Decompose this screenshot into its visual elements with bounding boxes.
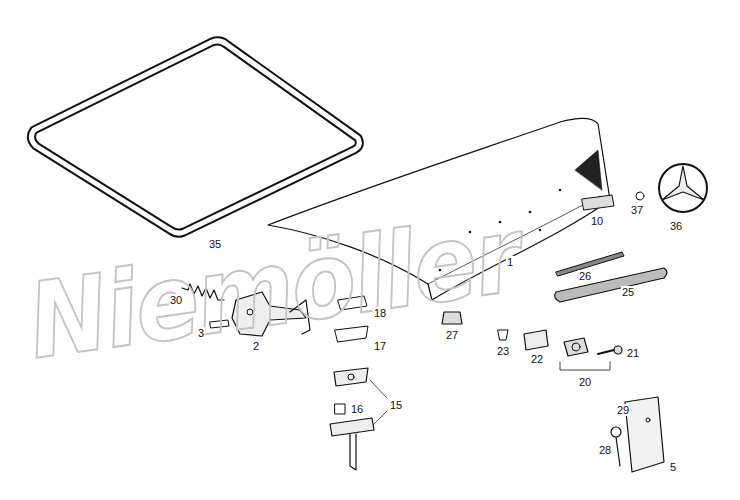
- key-head: [614, 346, 622, 354]
- cover-panel: [625, 397, 664, 472]
- leader-line: [370, 380, 387, 398]
- callout-number: 18: [373, 307, 387, 319]
- striker-hole: [348, 374, 354, 380]
- seal-inner: [31, 41, 359, 233]
- latch-stem: [350, 434, 356, 470]
- lid-shade: [575, 150, 602, 190]
- callout-number: 20: [578, 376, 592, 388]
- callout-number: 26: [578, 270, 592, 282]
- gasket: [524, 330, 548, 350]
- watermark: Niemöller: [22, 199, 526, 377]
- callout-number: 16: [350, 403, 364, 415]
- lock-face: [572, 343, 580, 351]
- callout-number: 27: [445, 329, 459, 341]
- washer: [636, 192, 644, 200]
- star-ring: [659, 164, 707, 212]
- group-bracket: [560, 362, 610, 370]
- seal-outline: [31, 41, 359, 233]
- rubber-pad: [582, 195, 614, 210]
- panel-hole: [646, 418, 650, 422]
- callout-number: 25: [621, 286, 635, 298]
- callout-number: 30: [169, 294, 183, 306]
- callout-number: 3: [197, 327, 205, 339]
- callout-number: 37: [630, 204, 644, 216]
- callout-number: 10: [590, 215, 604, 227]
- callout-number: 1: [506, 256, 514, 268]
- callout-number: 29: [616, 404, 630, 416]
- callout-number: 35: [208, 238, 222, 250]
- handle-bar: [555, 268, 667, 302]
- striker: [334, 368, 368, 386]
- buffer: [335, 404, 345, 414]
- wire-loop: [611, 427, 621, 437]
- leader-line: [374, 411, 387, 424]
- callout-number: 2: [252, 340, 260, 352]
- callout-number: 5: [669, 461, 677, 473]
- star-emblem: [662, 166, 704, 200]
- callout-number: 17: [373, 340, 387, 352]
- wire-tail: [616, 437, 620, 466]
- key-blade: [598, 350, 614, 354]
- callout-number: 21: [626, 347, 640, 359]
- latch-plate: [330, 418, 374, 436]
- knob: [498, 330, 508, 340]
- callout-number: 36: [669, 220, 683, 232]
- callout-number: 28: [598, 444, 612, 456]
- callout-number: 23: [496, 345, 510, 357]
- lock-cylinder: [564, 338, 588, 356]
- callout-number: 15: [389, 399, 403, 411]
- callout-number: 22: [530, 353, 544, 365]
